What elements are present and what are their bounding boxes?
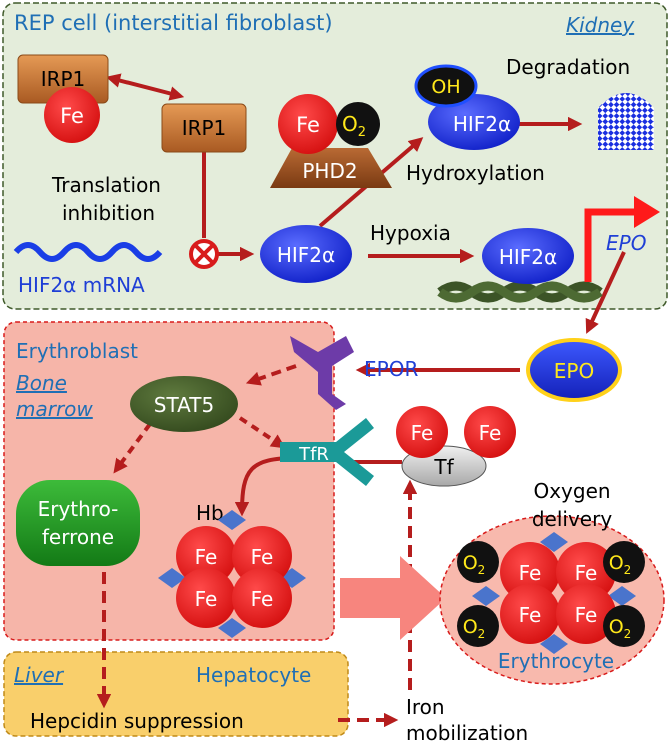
o2-circle-phd2 <box>336 102 380 146</box>
tf-label: Tf <box>433 455 454 479</box>
hif2a-stable <box>260 225 352 283</box>
rep-cell-label: REP cell (interstitial fibroblast) <box>14 11 333 35</box>
hb-label: Hb <box>196 501 224 525</box>
irp1-exchange-arrow <box>105 73 185 101</box>
ery-o2-label-4: O2 <box>609 616 632 641</box>
epor-label: EPOR <box>364 357 418 381</box>
oxygen-delivery-label-2: delivery <box>532 507 612 531</box>
degradation-label: Degradation <box>506 55 630 79</box>
ery-o2-label-2: O2 <box>609 552 632 577</box>
inhibition-symbol <box>189 239 219 269</box>
erythroferrone <box>16 480 140 566</box>
phd2-shape <box>270 148 392 188</box>
epo-label: EPO <box>554 359 594 383</box>
hydroxylation-label: Hydroxylation <box>406 161 545 185</box>
stat5-erfe-arrow <box>113 422 152 474</box>
tf-fe-label-2: Fe <box>479 421 502 445</box>
fe-circle-phd2 <box>278 94 338 154</box>
oh-group <box>414 64 478 108</box>
ery-fe-circle-2 <box>556 542 616 602</box>
erythrocyte-heme-diamonds <box>472 532 636 654</box>
transcription-start-arrow <box>584 208 640 282</box>
tf-fe-circle-1 <box>396 406 448 458</box>
bone-marrow-label-line2: marrow <box>16 397 93 421</box>
ery-fe-label-2: Fe <box>575 561 598 585</box>
hepatocyte-label: Hepatocyte <box>196 663 311 687</box>
fe-label-phd2: Fe <box>296 113 320 137</box>
irp1-bound-label: IRP1 <box>41 67 86 91</box>
hb-fe-circle-4 <box>232 568 292 628</box>
hif2a-bound-label: HIF2α <box>499 245 557 269</box>
degradation-fragments <box>598 93 654 150</box>
ery-o2-circle-2 <box>603 541 645 583</box>
bone-marrow-label-line1: Bone <box>16 371 67 395</box>
translation-label: Translation <box>51 173 161 197</box>
hif2a-hydroxylated <box>428 94 520 150</box>
mrna-wave <box>13 242 163 262</box>
epo-secretion-arrow <box>585 251 626 334</box>
tfr-receptor <box>280 418 374 486</box>
liver-region <box>3 651 349 737</box>
ery-o2-circle-1 <box>457 541 499 583</box>
hb-fe-label-3: Fe <box>195 587 218 611</box>
epo-hormone <box>526 338 622 402</box>
tf-fe-label-1: Fe <box>411 421 434 445</box>
iron-mobilization-label-2: mobilization <box>406 721 528 745</box>
hb-fe-circle-3 <box>176 568 236 628</box>
fe-label-irp1: Fe <box>60 104 84 128</box>
tfr-label: TfR <box>298 444 329 465</box>
hb-fe-circle-2 <box>232 526 292 586</box>
ery-fe-circle-3 <box>500 584 560 644</box>
stat5 <box>130 376 238 432</box>
irp1-box-free <box>161 103 247 153</box>
phd2-label: PHD2 <box>302 159 357 183</box>
ery-fe-label-1: Fe <box>519 561 542 585</box>
iron-mobilization-label-1: Iron <box>406 695 445 719</box>
ery-fe-label-4: Fe <box>575 603 598 627</box>
epor-stat5-arrow <box>245 364 297 386</box>
ery-fe-label-3: Fe <box>519 603 542 627</box>
ery-fe-circle-4 <box>556 584 616 644</box>
dna-strand-2 <box>437 281 603 303</box>
epor-receptor <box>290 336 354 410</box>
hb-fe-label-1: Fe <box>195 545 218 569</box>
oxygen-delivery-label-1: Oxygen <box>533 479 610 503</box>
stat5-label: STAT5 <box>154 393 214 417</box>
irp1-free-label: IRP1 <box>182 116 227 140</box>
hb-fe-label-4: Fe <box>251 587 274 611</box>
o2-label-phd2: O2 <box>342 112 366 140</box>
oh-label: OH <box>431 76 460 98</box>
stat5-tfr-arrow <box>238 416 286 449</box>
ery-o2-circle-4 <box>603 605 645 647</box>
hypoxia-label: Hypoxia <box>370 221 451 245</box>
erythroferrone-label-1: Erythro- <box>38 497 119 521</box>
erythroferrone-label-2: ferrone <box>42 525 114 549</box>
epo-gene-label: EPO <box>606 231 646 255</box>
ery-o2-circle-3 <box>457 605 499 647</box>
hepcidin-label: Hepcidin suppression <box>30 709 244 733</box>
hb-fe-circle-1 <box>176 526 236 586</box>
hif-mrna-label: HIF2α mRNA <box>18 273 145 297</box>
hif2a-hydroxylated-label: HIF2α <box>453 112 511 136</box>
ery-o2-label-1: O2 <box>463 552 486 577</box>
transcription-arrowhead <box>634 196 660 228</box>
liver-label: Liver <box>14 663 65 687</box>
hif2a-bound <box>482 228 574 284</box>
kidney-label: Kidney <box>566 13 635 37</box>
fe-circle-irp1 <box>44 87 100 143</box>
ery-o2-label-3: O2 <box>463 616 486 641</box>
tf-fe-circle-2 <box>464 406 516 458</box>
inhibition-label: inhibition <box>62 201 155 225</box>
hb-fe-label-2: Fe <box>251 545 274 569</box>
hif2a-stable-label: HIF2α <box>277 243 335 267</box>
ery-fe-circle-1 <box>500 542 560 602</box>
maturation-arrow <box>340 556 446 640</box>
erythroblast-label: Erythroblast <box>16 339 138 363</box>
erythrocyte-label: Erythrocyte <box>498 649 614 673</box>
